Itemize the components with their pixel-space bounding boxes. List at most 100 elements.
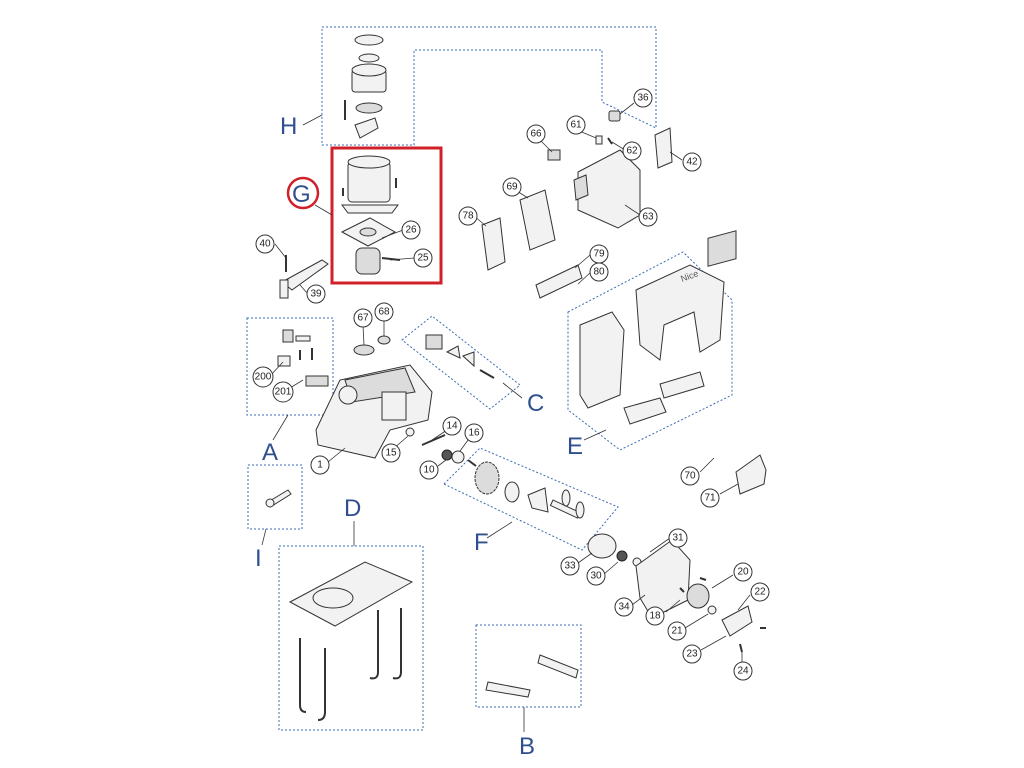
release-key-part	[265, 489, 292, 508]
svg-text:69: 69	[506, 182, 518, 193]
group-label-f: F	[474, 529, 489, 556]
callout-36: 36	[633, 88, 653, 108]
svg-text:200: 200	[255, 372, 272, 383]
callout-63: 63	[638, 207, 658, 227]
svg-text:15: 15	[385, 448, 397, 459]
group-label-c: C	[527, 390, 544, 417]
svg-text:10: 10	[423, 465, 435, 476]
callout-10: 10	[419, 460, 439, 480]
svg-text:63: 63	[642, 212, 654, 223]
group-label-a: A	[262, 439, 278, 466]
callout-30: 30	[586, 566, 606, 586]
callout-39: 39	[306, 284, 326, 304]
svg-text:30: 30	[590, 571, 602, 582]
callout-16: 16	[464, 423, 484, 443]
group-label-i: I	[255, 545, 262, 572]
callout-79: 79	[589, 244, 609, 264]
svg-text:34: 34	[618, 602, 630, 613]
callout-62: 62	[622, 141, 642, 161]
callout-201: 201	[272, 381, 294, 403]
callout-14: 14	[442, 416, 462, 436]
svg-text:22: 22	[754, 587, 766, 598]
group-label-g: G	[292, 181, 311, 208]
callout-68: 68	[374, 302, 394, 322]
callout-23: 23	[682, 644, 702, 664]
group-g-highlight-circle	[286, 176, 320, 210]
svg-text:18: 18	[649, 611, 661, 622]
callout-15: 15	[381, 443, 401, 463]
group-i-box	[247, 464, 303, 530]
callout-31: 31	[668, 528, 688, 548]
svg-text:39: 39	[310, 289, 322, 300]
svg-text:68: 68	[378, 307, 390, 318]
motor-brake-parts	[344, 34, 387, 139]
callout-21: 21	[667, 621, 687, 641]
callout-22: 22	[750, 582, 770, 602]
svg-text:21: 21	[671, 626, 683, 637]
callout-70: 70	[680, 466, 700, 486]
svg-text:201: 201	[275, 387, 292, 398]
group-label-b: B	[519, 733, 535, 760]
callout-20: 20	[733, 562, 753, 582]
callout-1: 1	[310, 455, 330, 475]
callout-34: 34	[614, 597, 634, 617]
svg-text:71: 71	[704, 493, 716, 504]
svg-text:24: 24	[737, 666, 749, 677]
svg-text:67: 67	[357, 313, 369, 324]
output-gear-assembly	[587, 533, 766, 653]
limit-switch-parts	[277, 329, 329, 387]
group-label-e: E	[567, 433, 583, 460]
svg-text:79: 79	[593, 249, 605, 260]
group-b-box	[475, 624, 582, 708]
group-label-d: D	[344, 495, 361, 522]
callout-200: 200	[252, 366, 274, 388]
callout-78: 78	[458, 206, 478, 226]
svg-text:25: 25	[417, 253, 429, 264]
leader-lines	[269, 102, 751, 667]
group-e-box	[567, 251, 733, 451]
callout-66: 66	[526, 124, 546, 144]
svg-text:36: 36	[637, 93, 649, 104]
svg-text:66: 66	[530, 129, 542, 140]
shaft-and-washers	[405, 427, 477, 467]
motor-assembly	[340, 155, 401, 275]
callout-69: 69	[502, 177, 522, 197]
callout-40: 40	[255, 234, 275, 254]
group-c-box	[401, 315, 521, 410]
svg-text:42: 42	[686, 157, 698, 168]
group-f-box	[443, 447, 619, 551]
callout-67: 67	[353, 308, 373, 328]
svg-text:61: 61	[570, 120, 582, 131]
group-d-box	[278, 545, 424, 731]
svg-text:23: 23	[686, 649, 698, 660]
svg-text:31: 31	[672, 533, 684, 544]
gearmotor-housing	[315, 364, 433, 459]
svg-text:26: 26	[405, 225, 417, 236]
group-label-h: H	[280, 113, 297, 140]
svg-text:20: 20	[737, 567, 749, 578]
svg-text:1: 1	[317, 460, 323, 471]
callout-26: 26	[401, 220, 421, 240]
svg-text:80: 80	[593, 267, 605, 278]
svg-text:70: 70	[684, 471, 696, 482]
callout-61: 61	[566, 115, 586, 135]
foundation-plate-and-bolts	[288, 561, 414, 721]
gear-train-parts	[474, 461, 585, 519]
cover-parts: Nice	[579, 264, 725, 425]
callout-25: 25	[413, 248, 433, 268]
svg-text:16: 16	[468, 428, 480, 439]
svg-text:62: 62	[626, 146, 638, 157]
group-g-highlight-box	[330, 146, 443, 285]
battery-and-cover-70-71	[707, 230, 767, 495]
callout-33: 33	[560, 556, 580, 576]
callout-71: 71	[700, 488, 720, 508]
bracket-parts	[485, 654, 579, 698]
cable-clip-part	[608, 110, 621, 122]
callout-42: 42	[682, 152, 702, 172]
svg-text:33: 33	[564, 561, 576, 572]
svg-text:40: 40	[259, 239, 271, 250]
group-a-box	[246, 317, 334, 416]
callout-18: 18	[645, 606, 665, 626]
svg-text:14: 14	[446, 421, 458, 432]
